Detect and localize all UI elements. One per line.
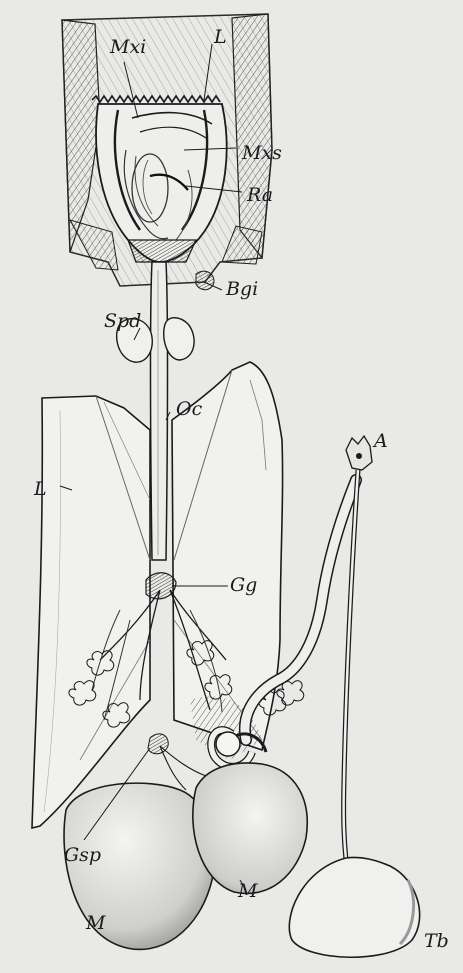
label-mxi: Mxi — [110, 38, 146, 57]
label-oc: Oc — [176, 400, 202, 419]
head-region — [62, 14, 272, 290]
label-tb: Tb — [424, 932, 449, 951]
label-l-left: L — [34, 480, 47, 499]
label-bgi: Bgi — [226, 280, 258, 299]
label-gsp: Gsp — [64, 846, 101, 865]
label-ra: Ra — [247, 186, 273, 205]
oesophagus — [151, 262, 168, 560]
label-m-right: M — [238, 882, 257, 901]
label-gg: Gg — [230, 576, 257, 595]
label-l-top: L — [214, 28, 227, 47]
label-spd: Spd — [104, 312, 141, 331]
label-a: A — [374, 432, 388, 451]
terminal-bulb — [289, 857, 419, 957]
label-m-left: M — [86, 914, 105, 933]
label-mxs: Mxs — [242, 144, 282, 163]
